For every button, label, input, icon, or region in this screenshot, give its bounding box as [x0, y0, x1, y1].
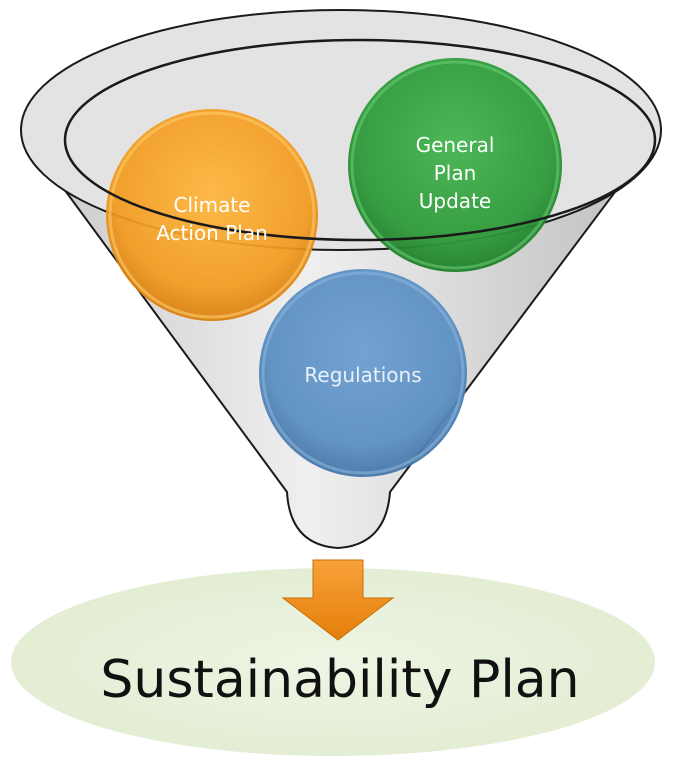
label-general-line3: Update	[419, 189, 491, 213]
label-regulations: Regulations	[304, 363, 421, 387]
label-climate-line1: Climate	[174, 193, 251, 217]
funnel-rim-inner	[63, 38, 657, 242]
circle-climate-action-plan	[106, 109, 318, 321]
circle-general-plan-update	[348, 58, 562, 272]
label-general-line2: Plan	[434, 161, 477, 185]
circle-general-bg	[348, 58, 562, 272]
circle-regulations	[259, 269, 467, 477]
circle-regulations-bg	[259, 269, 467, 477]
circle-climate-bg	[106, 109, 318, 321]
down-arrow-icon	[281, 559, 395, 641]
result-label: Sustainability Plan	[100, 650, 579, 710]
label-general-line1: General	[416, 133, 495, 157]
label-climate-line2: Action Plan	[156, 221, 268, 245]
result-ellipse	[11, 568, 655, 756]
